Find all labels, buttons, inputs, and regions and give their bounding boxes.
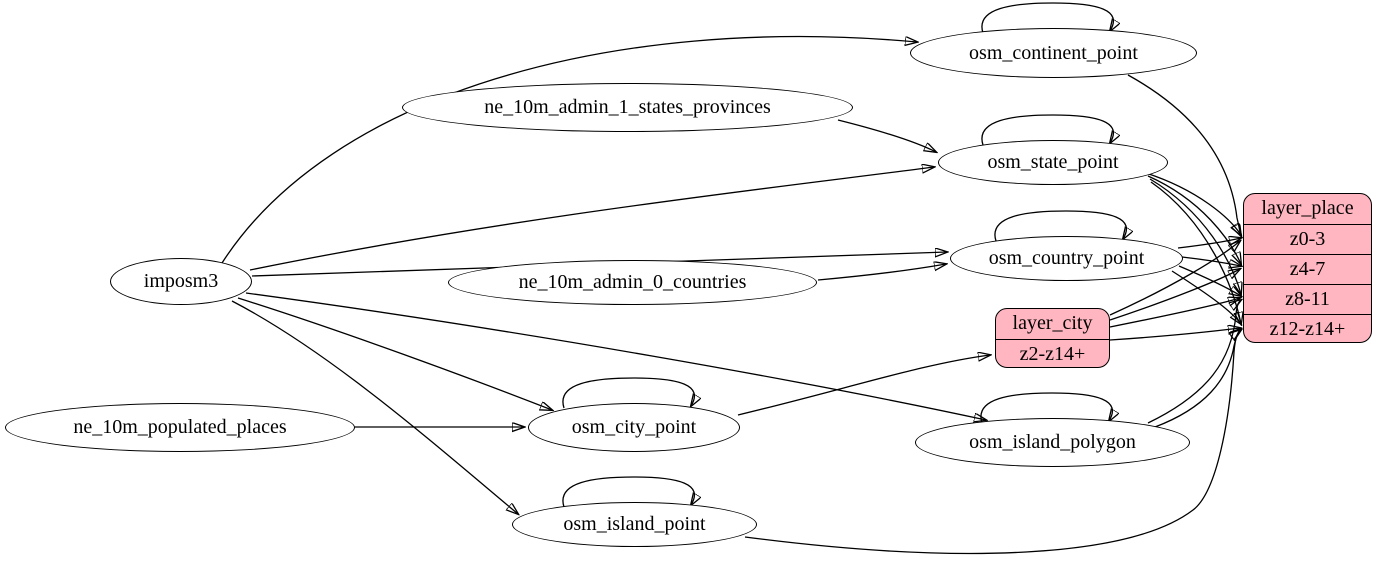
- node-imposm3: imposm3: [110, 258, 252, 305]
- node-ne-10m-populated-places: ne_10m_populated_places: [5, 403, 355, 452]
- edge-layer-city-to-layer-place-z8-11: [1109, 298, 1240, 328]
- self-loop-osm-island-polygon: [980, 392, 1113, 423]
- node-osm-island-point-label: osm_island_point: [563, 513, 706, 535]
- layer-place-row-z0-3: z0-3: [1244, 224, 1371, 254]
- node-osm-island-polygon-label: osm_island_polygon: [969, 431, 1136, 453]
- self-loop-osm-continent-point: [981, 2, 1114, 33]
- layer-city-title: layer_city: [1012, 312, 1093, 334]
- edge-osm-state-point-to-layer-place-z4-7: [1147, 175, 1241, 264]
- node-layer-place: layer_place z0-3 z4-7 z8-11 z12-z14+: [1243, 193, 1372, 343]
- edge-osm-country-point-to-layer-place-z4-7: [1181, 256, 1241, 266]
- layer-place-row-z8-11: z8-11: [1244, 284, 1371, 314]
- edge-imposm3-to-osm-island-point: [231, 300, 518, 514]
- node-ne-10m-admin-0-countries: ne_10m_admin_0_countries: [448, 260, 817, 305]
- edge-imposm3-to-osm-continent-point: [221, 35, 917, 264]
- self-loop-osm-island-point: [562, 476, 695, 507]
- edge-osm-country-point-to-layer-place-z8-11: [1178, 265, 1241, 296]
- node-osm-country-point-label: osm_country_point: [988, 247, 1145, 269]
- edge-layer-city-to-layer-place-z0-3: [1109, 241, 1240, 316]
- self-loop-osm-country-point: [994, 210, 1127, 241]
- layer-place-title: layer_place: [1261, 197, 1354, 219]
- edge-osm-state-point-to-layer-place-z0-3: [1145, 172, 1241, 235]
- edge-layer-city-to-layer-place-z4-7: [1109, 269, 1240, 321]
- edge-osm-country-point-to-layer-place-z0-3: [1177, 238, 1241, 249]
- layer-place-row-z12-z14: z12-z14+: [1244, 314, 1371, 342]
- node-osm-state-point: osm_state_point: [938, 140, 1168, 185]
- layer-place-row-z4-7: z4-7: [1244, 254, 1371, 284]
- edge-osm-state-point-to-layer-place-z8-11: [1149, 178, 1241, 294]
- node-ne-10m-populated-places-label: ne_10m_populated_places: [73, 416, 287, 438]
- layer-city-row-z2-z14: z2-z14+: [996, 339, 1109, 367]
- node-osm-continent-point-label: osm_continent_point: [969, 41, 1138, 64]
- node-osm-city-point-label: osm_city_point: [571, 416, 697, 438]
- edge-ne-10m-admin-1-states-provinces-to-osm-state-point: [837, 119, 936, 152]
- edge-imposm3-to-osm-island-polygon: [245, 292, 986, 420]
- edge-osm-island-point-to-layer-place-z12-z14: [744, 329, 1241, 555]
- node-ne-10m-admin-1-states-provinces-label: ne_10m_admin_1_states_provinces: [484, 96, 771, 118]
- edge-ne-10m-admin-0-countries-to-osm-country-point: [817, 264, 946, 281]
- node-osm-island-point: osm_island_point: [512, 502, 757, 547]
- node-osm-island-polygon: osm_island_polygon: [915, 418, 1190, 467]
- node-layer-city: layer_city z2-z14+: [995, 308, 1110, 368]
- node-osm-country-point: osm_country_point: [950, 236, 1183, 281]
- node-imposm3-label: imposm3: [143, 270, 219, 292]
- node-osm-state-point-label: osm_state_point: [987, 151, 1119, 173]
- node-osm-city-point: osm_city_point: [528, 403, 740, 452]
- edge-layer-city-to-layer-place-z12-z14: [1109, 328, 1240, 341]
- edge-osm-island-polygon-to-layer-place-z8-11: [1147, 300, 1241, 424]
- node-osm-continent-point: osm_continent_point: [910, 28, 1197, 78]
- self-loop-osm-state-point: [981, 114, 1114, 145]
- edge-imposm3-to-osm-state-point: [249, 167, 934, 271]
- self-loop-osm-city-point: [562, 377, 695, 408]
- node-ne-10m-admin-1-states-provinces: ne_10m_admin_1_states_provinces: [402, 83, 853, 132]
- node-ne-10m-admin-0-countries-label: ne_10m_admin_0_countries: [518, 271, 747, 293]
- edge-osm-city-point-to-layer-city-z2-z14: [737, 355, 990, 416]
- edge-imposm3-to-osm-city-point: [237, 297, 552, 410]
